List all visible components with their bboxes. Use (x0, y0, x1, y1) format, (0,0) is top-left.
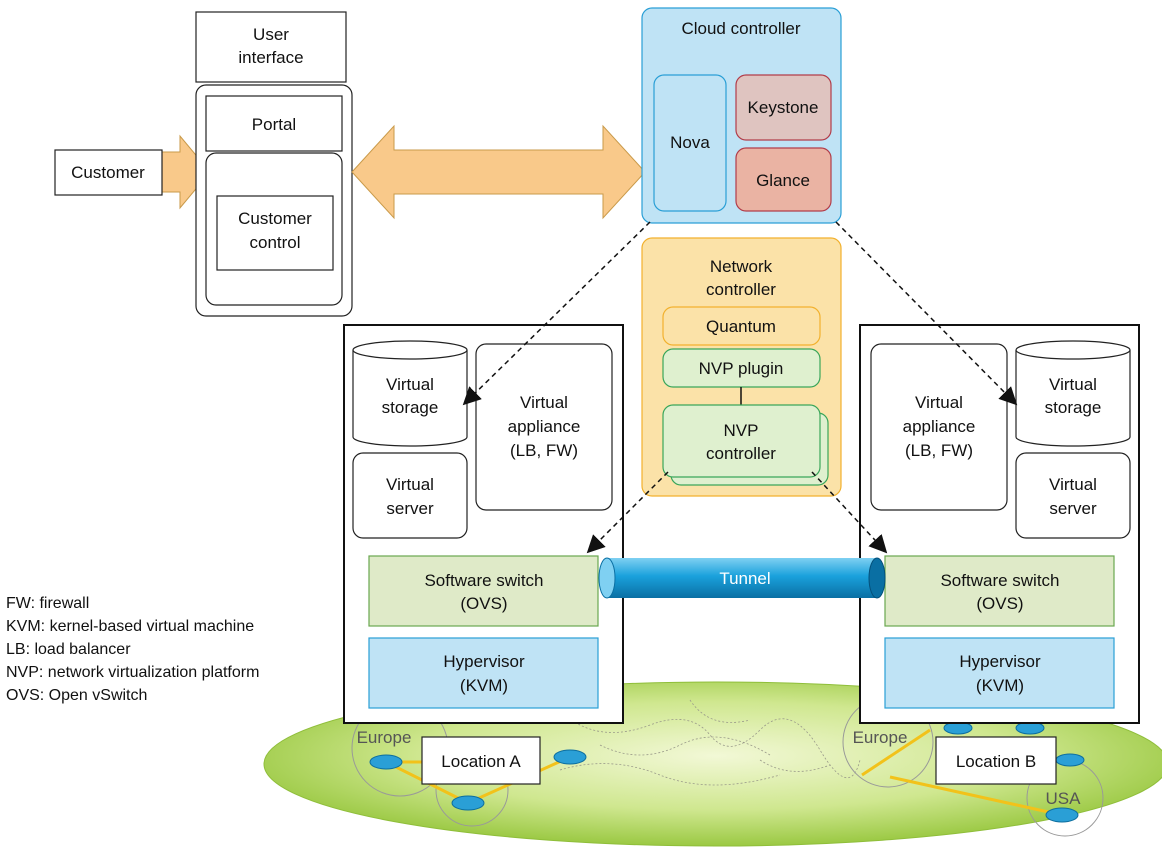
glance-label: Glance (756, 171, 810, 190)
legend-item: FW: firewall (6, 595, 89, 612)
tunnel (598, 557, 886, 599)
legend-item: OVS: Open vSwitch (6, 687, 147, 704)
software-switch-b-label-1: Software switch (940, 571, 1059, 590)
virtual-server-b (1015, 452, 1131, 539)
hypervisor-b (884, 637, 1115, 709)
network-controller-label-2: controller (706, 280, 776, 299)
virtual-appliance-b-label-3: (LB, FW) (905, 441, 973, 460)
double-arrow (351, 124, 646, 220)
virtual-server-a-label-1: Virtual (386, 475, 434, 494)
quantum-label: Quantum (706, 317, 776, 336)
nvp-controller-box (662, 404, 821, 478)
nvp-controller-label-2: controller (706, 444, 776, 463)
virtual-storage-a (352, 340, 468, 447)
virtual-server-a (352, 452, 468, 539)
virtual-appliance-a-label-1: Virtual (520, 393, 568, 412)
legend-item: NVP: network virtualization platform (6, 664, 259, 681)
customer-control-box (216, 195, 334, 271)
software-switch-a-label-1: Software switch (424, 571, 543, 590)
hypervisor-b-label-1: Hypervisor (959, 652, 1041, 671)
portal-label: Portal (252, 115, 296, 134)
nova-box (653, 74, 727, 212)
glance-box (735, 147, 832, 212)
tunnel-label: Tunnel (719, 569, 770, 588)
user-interface-label-1: User (253, 25, 289, 44)
user-interface-label-2: interface (238, 48, 303, 67)
software-switch-b (884, 555, 1115, 627)
router-icons (369, 721, 1085, 823)
virtual-appliance-b (870, 343, 1008, 511)
virtual-appliance-a-label-2: appliance (508, 417, 581, 436)
virtual-storage-b (1015, 340, 1131, 447)
legend-item: KVM: kernel-based virtual machine (6, 618, 254, 635)
location-b-label: Location B (956, 752, 1036, 771)
control-arrows (462, 221, 1018, 554)
virtual-appliance-b-label-1: Virtual (915, 393, 963, 412)
keystone-box (735, 74, 832, 141)
nova-label: Nova (670, 133, 710, 152)
software-switch-a (368, 555, 599, 627)
keystone-label: Keystone (748, 98, 819, 117)
quantum-box (662, 306, 821, 346)
location-a-label: Location A (441, 752, 521, 771)
cloud-controller-title: Cloud controller (681, 19, 800, 38)
customer-box (54, 149, 163, 196)
virtual-server-b-label-2: server (1049, 499, 1097, 518)
location-b-box (935, 736, 1057, 785)
nvp-controller-label-1: NVP (724, 421, 759, 440)
software-switch-a-label-2: (OVS) (460, 594, 507, 613)
virtual-server-a-label-2: server (386, 499, 434, 518)
virtual-appliance-a-label-3: (LB, FW) (510, 441, 578, 460)
usa-label: USA (1046, 789, 1082, 808)
virtual-appliance-b-label-2: appliance (903, 417, 976, 436)
portal-box (205, 95, 343, 152)
legend-item: LB: load balancer (6, 641, 131, 658)
network-controller-label-1: Network (710, 257, 773, 276)
virtual-server-b-label-1: Virtual (1049, 475, 1097, 494)
nvp-plugin-label: NVP plugin (699, 359, 784, 378)
virtual-storage-b-label-1: Virtual (1049, 375, 1097, 394)
hypervisor-a-label-2: (KVM) (460, 676, 508, 695)
europe-label-a: Europe (357, 728, 412, 747)
customer-control-label-2: control (249, 233, 300, 252)
software-switch-b-label-2: (OVS) (976, 594, 1023, 613)
virtual-storage-a-label-2: storage (382, 398, 439, 417)
hypervisor-b-label-2: (KVM) (976, 676, 1024, 695)
legend: FW: firewall KVM: kernel-based virtual m… (6, 595, 259, 704)
user-interface-header (195, 11, 347, 83)
customer-label: Customer (71, 163, 145, 182)
virtual-storage-a-label-1: Virtual (386, 375, 434, 394)
location-a-box (421, 736, 541, 785)
virtual-appliance-a (475, 343, 613, 511)
hypervisor-a (368, 637, 599, 709)
europe-label-b: Europe (853, 728, 908, 747)
virtual-storage-b-label-2: storage (1045, 398, 1102, 417)
hypervisor-a-label-1: Hypervisor (443, 652, 525, 671)
customer-control-label-1: Customer (238, 209, 312, 228)
